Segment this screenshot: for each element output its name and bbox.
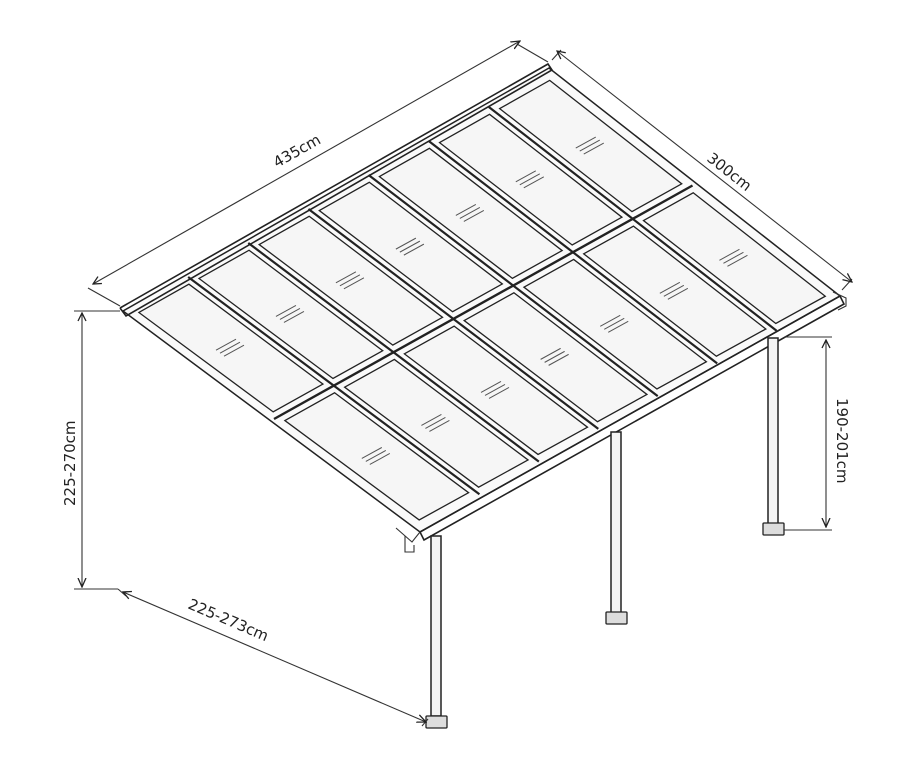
post-right [762,337,785,536]
panel-glare-mark [421,414,442,426]
panel-glare-mark [425,417,446,429]
dimension-projection: 225-273cm [117,588,429,727]
roof-panel [462,292,649,423]
panel-glare-mark [548,353,569,366]
width-label: 435cm [270,130,324,171]
gutter-edge [395,527,421,553]
post-left [425,535,448,729]
gutter-end [832,291,847,311]
panel-glare-mark [283,311,305,323]
panel-glare-mark [488,386,510,399]
dimension-front-height: 190-201cm [784,336,851,531]
dimension-wall-height: 225-270cm [61,310,120,590]
roof-panel [283,392,470,521]
panel-glare-mark [215,338,237,351]
panel-glare-mark [275,305,297,317]
panel-glare-mark [659,281,681,294]
panel-glare-mark [219,341,241,354]
panel-glare-mark [523,176,545,189]
panel-glare-mark [607,320,629,333]
panel-glare-mark [519,173,541,186]
panel-glare-mark [667,287,689,300]
post-middle [605,431,628,625]
panel-glare-mark [480,380,502,393]
roof-panel [403,325,589,456]
roof-panel [137,283,325,413]
panel-glare-mark [663,284,685,297]
panel-glare-mark [223,344,245,357]
roof [119,62,847,553]
front-height-label: 190-201cm [833,398,851,484]
panel-glare-mark [369,453,391,465]
panel-glare-mark [429,420,450,432]
roof-panel [343,358,530,488]
panel-glare-mark [599,314,621,327]
panel-glare-mark [603,317,625,330]
panel-glare-mark [279,308,301,320]
front-gutter [419,294,846,542]
panel-glare-mark [484,383,506,396]
panel-glare-mark [365,450,387,462]
wall-height-label: 225-270cm [61,420,79,506]
posts [425,337,785,729]
panel-glare-mark [361,447,383,459]
panel-glare-mark [544,350,565,363]
panel-glare-mark [540,347,561,360]
